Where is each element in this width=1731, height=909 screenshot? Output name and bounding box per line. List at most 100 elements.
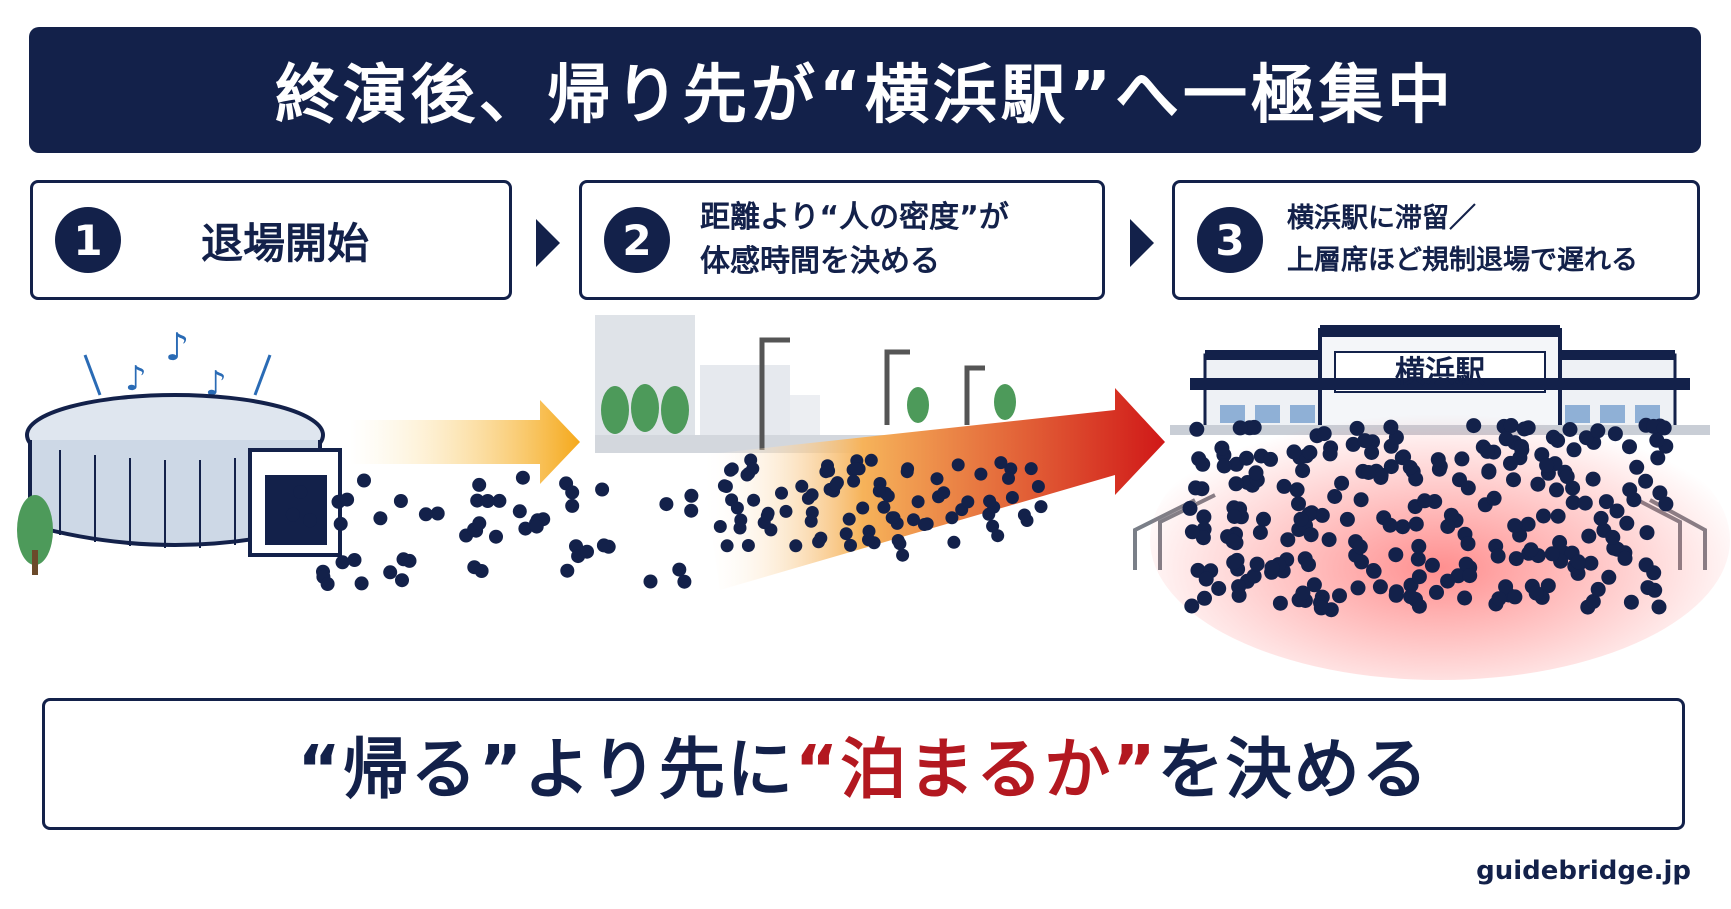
crowd-dot: [1585, 471, 1601, 487]
crowd-dot: [896, 548, 910, 562]
crowd-dot: [1195, 456, 1211, 472]
crowd-dot: [1490, 548, 1506, 564]
crowd-dot: [1383, 419, 1399, 435]
crowd-dot: [720, 539, 734, 553]
step-2-number: 2: [604, 207, 670, 273]
crowd-dot: [1550, 433, 1566, 448]
crowd-dot: [911, 495, 925, 509]
crowd-dot: [945, 511, 959, 525]
crowd-dot: [1350, 580, 1366, 596]
crowd-dot: [849, 462, 863, 476]
crowd-dot: [1295, 463, 1311, 479]
step-2-box: 2 距離より“人の密度”が 体感時間を決める: [579, 180, 1105, 300]
crowd-dot: [1184, 524, 1200, 540]
crowd-dot: [1402, 460, 1418, 475]
crowd-dot: [961, 495, 975, 509]
crowd-dot: [1639, 525, 1655, 541]
crowd-dot: [354, 576, 369, 591]
crowd-dot: [1291, 496, 1306, 512]
crowd-dot: [1410, 551, 1426, 567]
step-3-text: 横浜駅に滞留／ 上層席ほど規制退場で遅れる: [1287, 198, 1638, 282]
crowd-dot: [724, 463, 737, 477]
crowd-dot: [1226, 554, 1242, 570]
crowd-dot: [470, 493, 485, 508]
crowd-dot: [1503, 455, 1518, 471]
crowd-dot: [1638, 557, 1654, 573]
crowd-dot: [303, 513, 317, 528]
crowd-dot: [1565, 480, 1581, 496]
crowd-dot: [1578, 430, 1594, 446]
crowd-dot: [775, 486, 788, 500]
crowd-dot: [1339, 511, 1355, 527]
crowd-dot: [1232, 420, 1248, 436]
crowd-dot: [1306, 577, 1322, 593]
bottom-part-4: を決める: [1157, 731, 1430, 808]
crowd-flow-illustration: ♪ ♪ ♪: [17, 315, 1730, 680]
crowd-dot: [1182, 500, 1198, 516]
crowd-dot: [1332, 588, 1347, 604]
crowd-dot: [1248, 465, 1264, 481]
svg-text:♪: ♪: [205, 364, 227, 404]
crowd-dot: [1498, 431, 1514, 447]
crowd-dot: [672, 562, 687, 577]
crowd-dot: [1454, 451, 1470, 467]
crowd-dot: [1411, 538, 1427, 554]
crowd-dot: [1353, 492, 1369, 508]
crowd-dot: [741, 539, 755, 552]
crowd-dot: [930, 472, 944, 486]
crowd-dot: [1652, 485, 1668, 501]
bottom-message-box: “帰る”より先に“泊まるか”を決める: [42, 698, 1685, 830]
arena-icon: [17, 393, 342, 575]
crowd-dot: [1514, 439, 1529, 454]
crowd-dot: [1656, 420, 1672, 436]
crowd-dot: [1549, 482, 1564, 498]
crowd-dot: [893, 537, 907, 551]
crowd-dot: [684, 488, 699, 503]
crowd-dot: [789, 539, 803, 553]
crowd-dot: [560, 563, 575, 578]
crowd-dot: [383, 565, 398, 580]
crowd-dot: [474, 564, 489, 578]
step-2-line2: 体感時間を決める: [700, 244, 940, 279]
crowd-dot: [842, 512, 856, 526]
crowd-dot: [285, 507, 300, 522]
crowd-dot: [1516, 421, 1532, 437]
crowd-dot: [1327, 489, 1343, 504]
crowd-dot: [492, 493, 507, 508]
crowd-dot: [1498, 579, 1514, 595]
crowd-dot: [937, 486, 951, 500]
crowd-dot: [1607, 426, 1623, 442]
crowd-dot: [1601, 569, 1617, 585]
crowd-dot: [1188, 480, 1204, 496]
crowd-dot: [1585, 594, 1601, 609]
crowd-dot: [1334, 475, 1350, 491]
crowd-dot: [1536, 508, 1551, 524]
crowd-dot: [1303, 527, 1319, 543]
crowd-dot: [1263, 451, 1278, 467]
crowd-dot: [1491, 591, 1507, 607]
crowd-dot: [1622, 439, 1637, 455]
crowd-dot: [1503, 418, 1519, 433]
crowd-dot: [1403, 589, 1419, 605]
crowd-dot: [864, 453, 878, 467]
crowd-dot: [1460, 536, 1476, 552]
crowd-dot: [1617, 550, 1633, 566]
crowd-dot: [1506, 472, 1521, 488]
crowd-dot: [1552, 535, 1568, 550]
crowd-dot: [1293, 511, 1309, 527]
crowd-dot: [393, 494, 408, 508]
crowd-dot: [1372, 579, 1388, 595]
crowd-dot: [1539, 457, 1555, 473]
crowd-dot: [659, 497, 674, 512]
crowd-dot: [1417, 493, 1433, 509]
crowd-dot: [1570, 554, 1586, 570]
site-credit: guidebridge.jp: [1476, 856, 1691, 886]
title-banner: 終演後、帰り先が“横浜駅”へ一極集中: [29, 27, 1701, 153]
crowd-dot: [333, 516, 348, 531]
crowd-dot: [1658, 496, 1674, 512]
crowd-dot: [1373, 467, 1389, 483]
music-notes-icon: ♪ ♪ ♪: [83, 325, 272, 404]
crowd-dot: [1640, 580, 1656, 596]
crowd-dots: [285, 417, 1674, 618]
crowd-dot: [1313, 600, 1329, 616]
